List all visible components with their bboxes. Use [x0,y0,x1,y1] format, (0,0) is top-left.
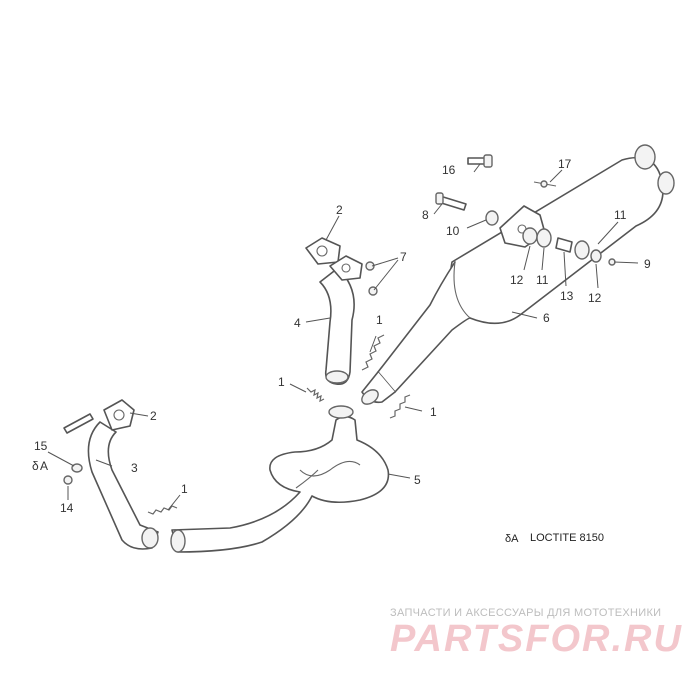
callout-10: 10 [446,224,460,238]
balance-pipe [170,405,390,553]
callout-8: 8 [422,208,429,222]
callout-17: 17 [558,157,572,171]
washer-15 [71,463,83,473]
callout-7: 7 [400,250,407,264]
callouts: 2 2 1 1 1 1 3 4 5 6 7 8 9 10 11 11 12 12… [32,157,651,515]
callout-16: 16 [442,163,456,177]
callout-12-right: 12 [588,291,602,305]
callout-6: 6 [543,311,550,325]
spring-3 [389,394,411,419]
callout-2-left: 2 [150,409,157,423]
callout-1-muffler: 1 [430,405,437,419]
callout-13: 13 [560,289,574,303]
callout-1-center: 1 [278,375,285,389]
spring-2 [306,387,325,403]
callout-9: 9 [644,257,651,271]
spring-4 [147,505,178,515]
muffler [361,144,675,405]
loctite-marker-symbol: δ [32,459,39,473]
legend: δA LOCTITE 8150 [505,532,604,545]
callout-14: 14 [60,501,74,515]
bolt-17 [533,180,557,188]
callout-5: 5 [414,473,421,487]
nut-14 [63,475,73,485]
header-pipe-right [305,237,363,386]
callout-11-lower: 11 [536,273,549,287]
legend-symbol: δA [505,533,519,545]
callout-1-bottom: 1 [181,482,188,496]
rubber-11-12 [522,227,616,266]
watermark-logo: PARTSFOR.RU [390,618,683,660]
header-pipe-left [87,399,159,550]
callout-15: 15 [34,439,48,453]
bolt-flange-left [63,413,94,434]
washer-10 [485,210,499,226]
callout-2-top: 2 [336,203,343,217]
watermark-tagline: ЗАПЧАСТИ И АКСЕССУАРЫ ДЛЯ МОТОТЕХНИКИ [390,607,662,619]
leader-lines [47,163,639,511]
spring-1 [361,334,385,371]
bolt-8 [435,192,467,211]
callout-1-right-pipe: 1 [376,313,383,327]
legend-text: LOCTITE 8150 [530,532,604,544]
callout-4: 4 [294,316,301,330]
callout-12-left: 12 [510,273,524,287]
bolt-16 [467,154,493,168]
callout-3: 3 [131,461,138,475]
nuts-7 [365,261,378,296]
callout-11-upper: 11 [614,208,627,222]
loctite-marker-letter: A [40,459,48,473]
